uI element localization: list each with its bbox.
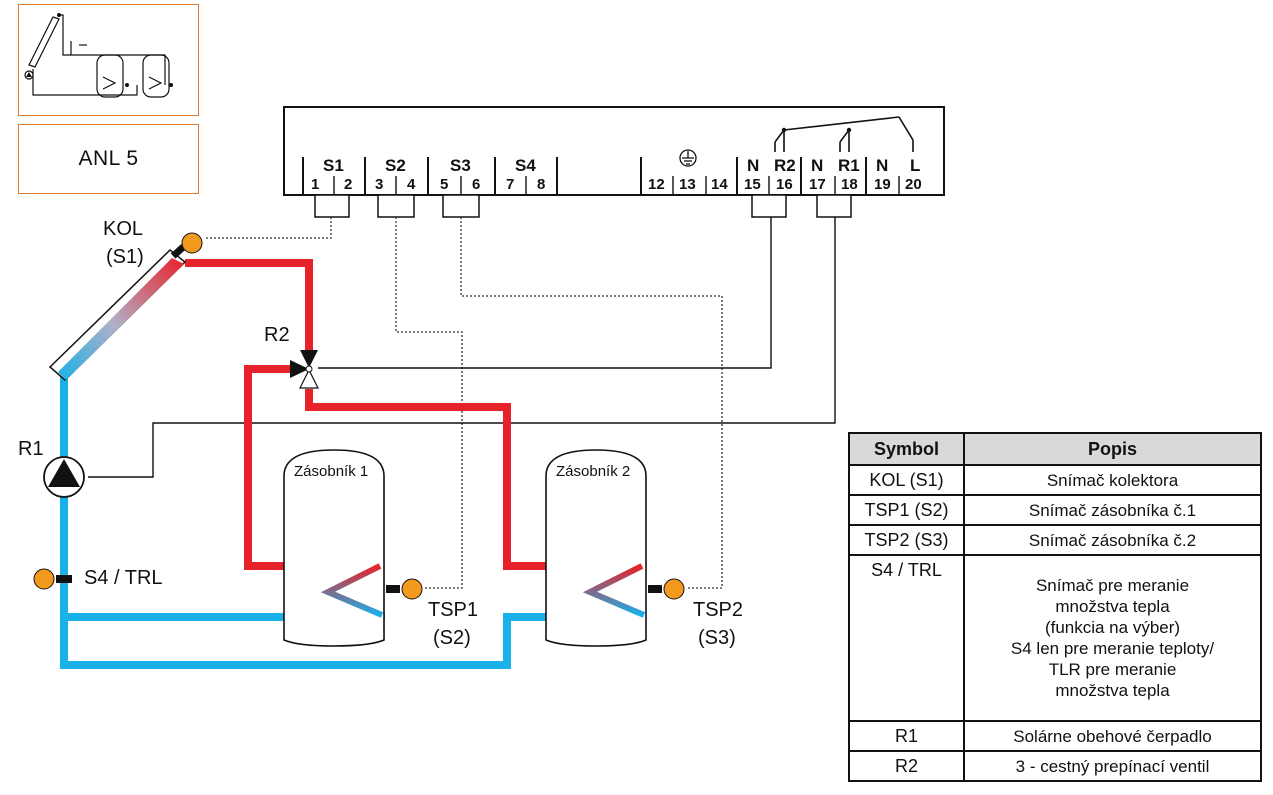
legend-desc-line: (funkcia na výber)	[1044, 618, 1181, 637]
legend-desc-line: množstva tepla	[1055, 681, 1170, 700]
legend-row: R1 Solárne obehové čerpadlo	[848, 720, 1262, 752]
group-label-l: L	[910, 156, 921, 175]
legend-row: R2 3 - cestný prepínací ventil	[848, 750, 1262, 782]
legend-desc-line: 3 - cestný prepínací ventil	[1015, 756, 1210, 776]
legend-desc: Solárne obehové čerpadlo	[963, 720, 1262, 752]
legend-table: Symbol Popis KOL (S1) Snímač kolektora T…	[848, 432, 1262, 782]
label-tank2: Zásobník 2	[556, 463, 631, 480]
group-label-n2: N	[811, 156, 824, 175]
legend-symbol: S4 / TRL	[848, 554, 965, 722]
plug-s1	[314, 194, 350, 218]
terminal-20: 20	[905, 176, 922, 193]
label-kol: KOL	[103, 218, 144, 240]
plug-s3	[442, 194, 480, 218]
relay-wires	[88, 217, 836, 478]
heat-exchanger-coil-1	[320, 563, 384, 618]
group-label-r2: R2	[774, 156, 796, 175]
three-way-valve-icon	[290, 350, 319, 389]
group-label-r1: R1	[838, 156, 860, 175]
legend-desc: Snímač pre meranie množstva tepla (funkc…	[963, 554, 1262, 722]
tank-2	[545, 449, 647, 647]
solar-collector	[48, 232, 203, 382]
sensor-kol	[181, 232, 203, 254]
terminal-3: 3	[375, 176, 384, 193]
legend-row: S4 / TRL Snímač pre meranie množstva tep…	[848, 554, 1262, 722]
tank-1	[283, 449, 385, 647]
terminal-8: 8	[537, 176, 546, 193]
legend-symbol: R2	[848, 750, 965, 782]
terminal-14: 14	[711, 176, 728, 193]
label-tank1: Zásobník 1	[294, 463, 369, 480]
legend-desc: Snímač zásobníka č.1	[963, 494, 1262, 526]
legend-desc-line: Solárne obehové čerpadlo	[1013, 726, 1212, 746]
legend-symbol: TSP1 (S2)	[848, 494, 965, 526]
ground-icon	[679, 149, 697, 167]
legend-row: TSP2 (S3) Snímač zásobníka č.2	[848, 524, 1262, 556]
legend-header-desc: Popis	[963, 432, 1262, 466]
label-tsp2-sub: (S3)	[698, 627, 736, 649]
terminal-1: 1	[311, 176, 320, 193]
group-label-s4: S4	[515, 156, 536, 175]
sensor-wires	[205, 217, 723, 589]
label-s4trl: S4 / TRL	[84, 567, 163, 589]
scheme-label-box: ANL 5	[18, 124, 199, 194]
legend-desc: 3 - cestný prepínací ventil	[963, 750, 1262, 782]
terminal-6: 6	[472, 176, 481, 193]
terminal-16: 16	[776, 176, 793, 193]
group-label-s2: S2	[385, 156, 406, 175]
legend-desc-line: množstva tepla	[1055, 597, 1170, 616]
controller-box	[283, 106, 945, 196]
terminal-4: 4	[407, 176, 416, 193]
pump-icon	[43, 456, 85, 498]
group-label-n3: N	[876, 156, 889, 175]
label-tsp2: TSP2	[693, 599, 744, 621]
legend-desc-line: Snímač zásobníka č.2	[1028, 530, 1197, 550]
plug-r1	[816, 194, 852, 218]
legend-desc-line: Snímač pre meranie	[1035, 576, 1190, 595]
terminal-17: 17	[809, 176, 826, 193]
legend-symbol: KOL (S1)	[848, 464, 965, 496]
legend-desc-line: Snímač zásobníka č.1	[1028, 500, 1197, 520]
terminal-7: 7	[506, 176, 515, 193]
terminal-15: 15	[744, 176, 761, 193]
plug-s2	[377, 194, 415, 218]
label-r1: R1	[18, 438, 44, 460]
label-tsp1: TSP1	[428, 599, 479, 621]
terminal-2: 2	[344, 176, 353, 193]
legend-row: KOL (S1) Snímač kolektora	[848, 464, 1262, 496]
legend-symbol: TSP2 (S3)	[848, 524, 965, 556]
legend-row: TSP1 (S2) Snímač zásobníka č.1	[848, 494, 1262, 526]
label-tsp1-sub: (S2)	[433, 627, 471, 649]
legend-desc-line: TLR pre meranie	[1048, 660, 1177, 679]
legend-desc: Snímač zásobníka č.2	[963, 524, 1262, 556]
terminal-12: 12	[648, 176, 665, 193]
system-thumbnail-icon	[24, 13, 173, 98]
legend-header: Symbol Popis	[848, 432, 1262, 466]
label-r2: R2	[264, 324, 290, 346]
terminal-18: 18	[841, 176, 858, 193]
system-thumbnail	[18, 4, 199, 116]
group-label-n1: N	[747, 156, 760, 175]
sensor-tsp2	[663, 578, 685, 600]
sensor-tsp1	[401, 578, 423, 600]
heat-exchanger-coil-2	[582, 563, 646, 618]
terminal-5: 5	[440, 176, 449, 193]
terminal-19: 19	[874, 176, 891, 193]
legend-desc: Snímač kolektora	[963, 464, 1262, 496]
terminal-13: 13	[679, 176, 696, 193]
group-label-s1: S1	[323, 156, 344, 175]
legend-desc-line: S4 len pre meranie teploty/	[1010, 639, 1215, 658]
scheme-label: ANL 5	[78, 147, 139, 170]
sensor-s4	[33, 568, 55, 590]
legend-symbol: R1	[848, 720, 965, 752]
group-label-s3: S3	[450, 156, 471, 175]
legend-desc-line: Snímač kolektora	[1046, 470, 1179, 490]
plug-r2	[751, 194, 787, 218]
legend-header-symbol: Symbol	[848, 432, 965, 466]
label-kol-sub: (S1)	[106, 246, 144, 268]
